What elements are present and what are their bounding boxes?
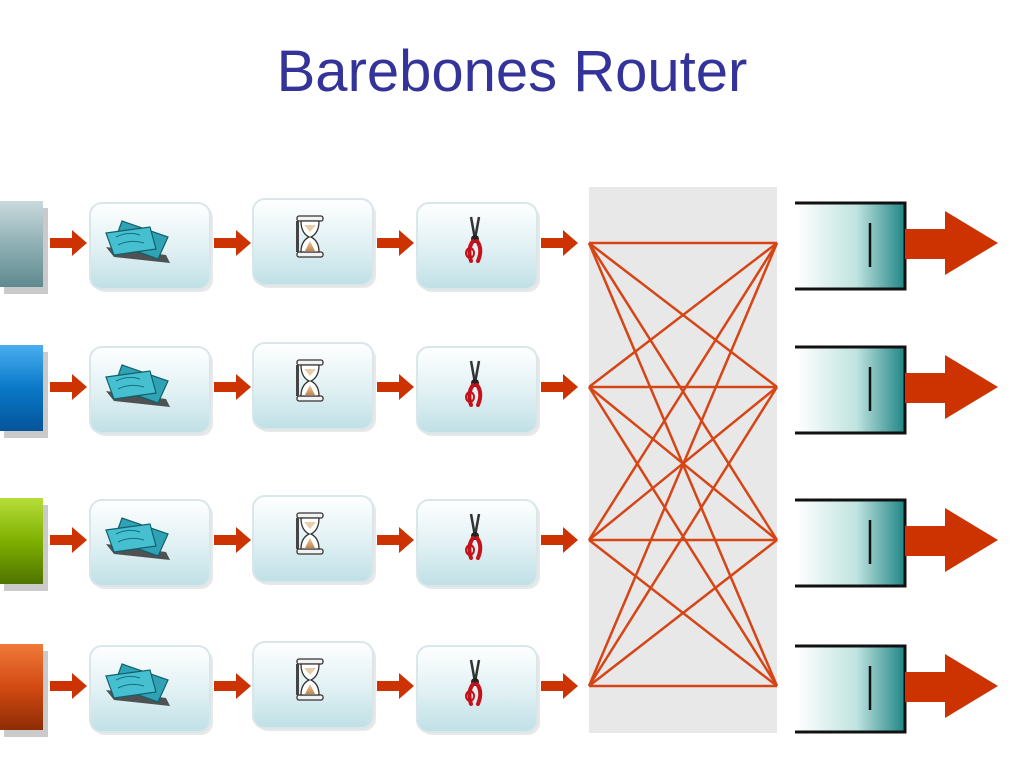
output-queue [795, 201, 907, 291]
queue-stage-box [252, 495, 376, 585]
flow-arrow [50, 527, 87, 553]
queue-stage-box [252, 641, 376, 731]
flow-arrow [377, 527, 414, 553]
crossbar-link-4-to-2 [587, 386, 779, 687]
flow-arrow [377, 230, 414, 256]
packet-papers-icon [105, 663, 170, 706]
input-port [0, 345, 43, 431]
crossbar-link-3-to-1 [587, 242, 779, 541]
scissors-icon [465, 659, 483, 706]
flow-arrow [541, 673, 578, 699]
output-arrow [905, 355, 998, 419]
output-arrow [905, 508, 998, 572]
crossbar-background [589, 187, 777, 733]
flow-arrow [50, 230, 87, 256]
queue-stage-box [252, 198, 376, 288]
crossbar-link-2-to-1 [588, 242, 778, 388]
input-port [0, 644, 43, 730]
output-queue [795, 644, 907, 734]
crossbar-link-4-to-1 [587, 242, 779, 687]
drop-stage-box [416, 645, 540, 735]
flow-arrow [541, 527, 578, 553]
packet-papers-icon [105, 220, 170, 263]
queue-stage-box [252, 342, 376, 432]
flow-arrow [377, 374, 414, 400]
scissors-icon [465, 513, 483, 560]
crossbar-lines [587, 241, 779, 688]
drop-stage-box [416, 499, 540, 589]
flow-arrow [377, 673, 414, 699]
flow-arrow [214, 673, 251, 699]
router-row-4 [0, 641, 998, 737]
hourglass-icon [296, 359, 324, 402]
flow-arrow [50, 673, 87, 699]
output-queue [795, 498, 907, 588]
output-arrow [905, 654, 998, 718]
hourglass-icon [296, 215, 324, 258]
scissors-icon [465, 360, 483, 407]
flow-arrow [214, 527, 251, 553]
input-port [0, 201, 43, 287]
flow-arrow [541, 374, 578, 400]
flow-arrow [214, 374, 251, 400]
flow-arrow [50, 374, 87, 400]
router-row-1 [0, 198, 998, 294]
drop-stage-box [416, 202, 540, 292]
router-row-2 [0, 342, 998, 438]
output-arrow [905, 211, 998, 275]
output-queue [795, 345, 907, 435]
crossbar-link-4-to-3 [588, 539, 778, 687]
drop-stage-box [416, 346, 540, 436]
lookup-stage-box [89, 499, 213, 589]
scissors-icon [465, 216, 483, 263]
input-port [0, 498, 43, 584]
hourglass-icon [296, 512, 324, 555]
lookup-stage-box [89, 645, 213, 735]
slide-title: Barebones Router [276, 39, 748, 104]
hourglass-icon [296, 658, 324, 701]
lookup-stage-box [89, 202, 213, 292]
router-row-3 [0, 495, 998, 591]
flow-arrow [541, 230, 578, 256]
flow-arrow [214, 230, 251, 256]
packet-papers-icon [105, 517, 170, 560]
lookup-stage-box [89, 346, 213, 436]
packet-papers-icon [105, 364, 170, 407]
